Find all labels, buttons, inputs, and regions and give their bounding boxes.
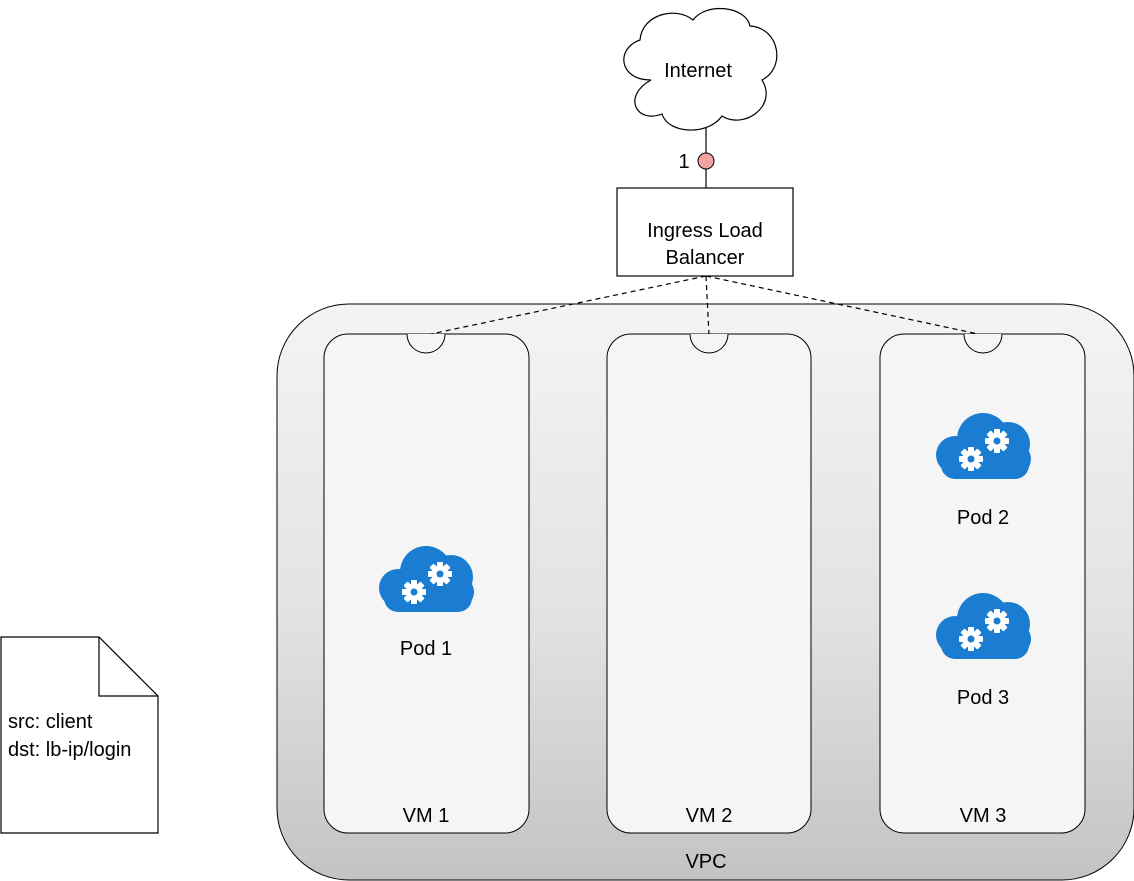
- pod-1[interactable]: Pod 1: [379, 546, 474, 660]
- document-icon: [0, 636, 159, 834]
- vpc-label: VPC: [685, 851, 726, 873]
- vm-label: VM 2: [686, 805, 733, 827]
- vm-box: [606, 333, 812, 834]
- internet-node[interactable]: Internet: [623, 7, 778, 131]
- vm-label: VM 1: [403, 805, 450, 827]
- pod-label: Pod 1: [400, 638, 452, 660]
- packet-src: src: client: [8, 711, 93, 733]
- lb-link-vm1: [425, 275, 707, 336]
- ingress-load-balancer[interactable]: Ingress Load Balancer: [616, 187, 794, 277]
- vm-port: [689, 333, 729, 354]
- load-balancer-label-line1: Ingress Load: [647, 220, 763, 242]
- pod-3[interactable]: Pod 3: [936, 593, 1031, 709]
- pod-label: Pod 3: [957, 687, 1009, 709]
- marker-dot: [697, 152, 715, 170]
- vm-box: [879, 333, 1086, 834]
- load-balancer-label-line2: Balancer: [666, 247, 745, 269]
- vm-label: VM 3: [960, 805, 1007, 827]
- document-fold: [98, 637, 158, 697]
- load-balancer-box: [616, 187, 794, 277]
- cloud-icon: [623, 7, 778, 131]
- lb-link-vm2: [705, 275, 710, 336]
- connection-marker[interactable]: 1: [678, 151, 715, 173]
- marker-label: 1: [678, 151, 689, 173]
- lb-link-vm3: [705, 275, 984, 336]
- internet-label: Internet: [664, 60, 732, 82]
- pod-label: Pod 2: [957, 507, 1009, 529]
- packet-dst: dst: lb-ip/login: [8, 739, 131, 761]
- vm-2[interactable]: VM 2: [606, 333, 812, 834]
- vm-3[interactable]: VM 3: [879, 333, 1086, 834]
- vm-port: [406, 333, 446, 354]
- pod-2[interactable]: Pod 2: [936, 413, 1031, 529]
- lb-to-vm-links: [425, 275, 984, 336]
- packet-note[interactable]: src: client dst: lb-ip/login: [0, 636, 159, 834]
- vm-port: [963, 333, 1003, 354]
